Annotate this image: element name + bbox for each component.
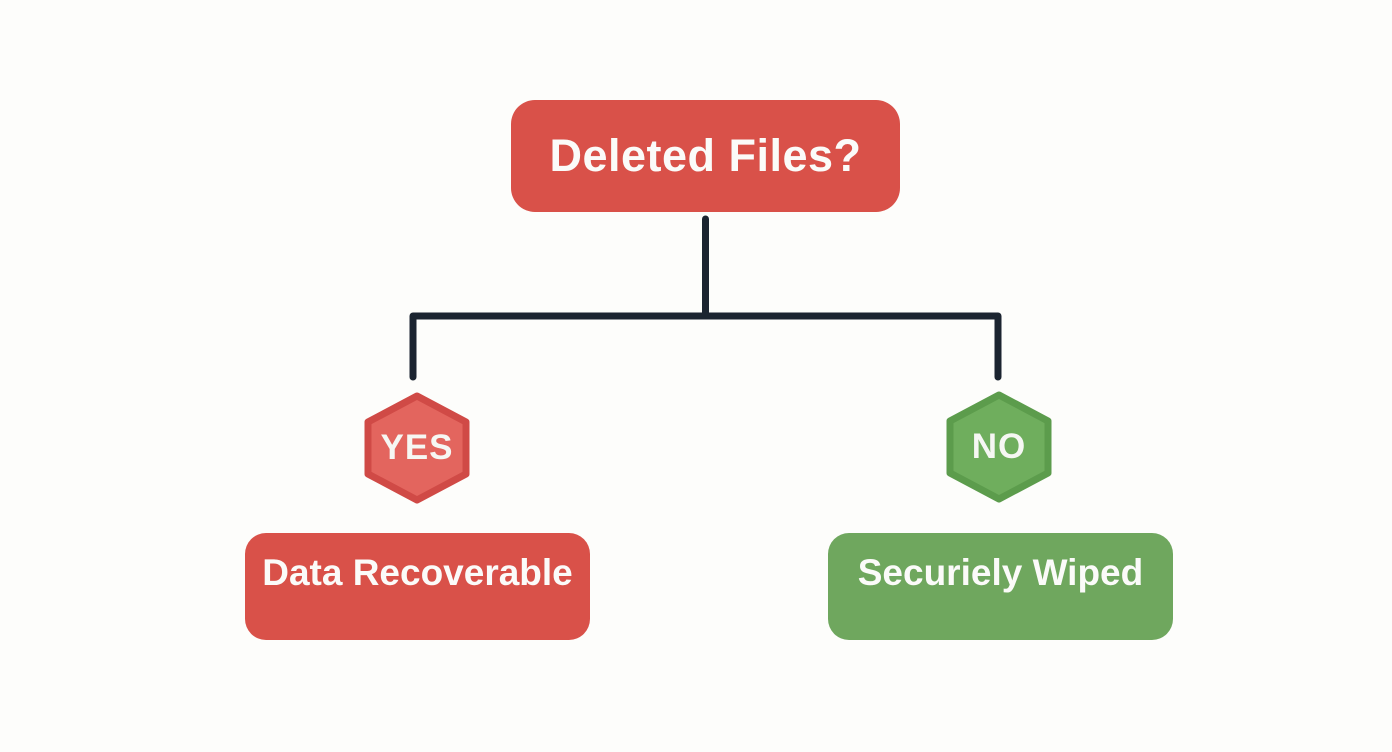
no-outcome-label: Securiely Wiped: [857, 552, 1144, 593]
yes-outcome-label: Data Recoverable: [262, 552, 573, 593]
root-question-node: Deleted Files?: [511, 100, 900, 212]
hexagon-shape-yes: [364, 392, 470, 504]
yes-outcome-node: Data Recoverable: [245, 533, 590, 640]
no-label: NO: [971, 427, 1027, 466]
no-outcome-node: Securiely Wiped: [828, 533, 1173, 640]
hexagon-shape-no: [946, 391, 1052, 503]
connector-branch-bracket: [409, 312, 1002, 381]
root-question-label: Deleted Files?: [549, 130, 862, 181]
yes-decision-hexagon: YES: [359, 390, 475, 506]
no-decision-hexagon: NO: [941, 389, 1057, 505]
yes-label: YES: [380, 428, 454, 467]
